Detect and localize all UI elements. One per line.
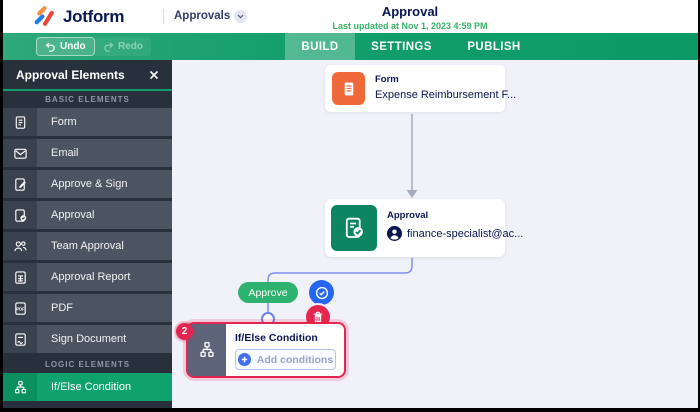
form-node-icon	[332, 72, 365, 105]
team-approval-icon	[3, 232, 37, 260]
jotform-logo[interactable]: Jotform	[32, 4, 124, 29]
undo-label: Undo	[60, 41, 86, 52]
sidebar-item-label: Team Approval	[37, 232, 172, 260]
product-name[interactable]: Approvals	[174, 10, 231, 22]
sidebar-item-label: Approve & Sign	[37, 170, 172, 198]
tab-publish[interactable]: PUBLISH	[467, 40, 521, 53]
if-else-node-icon	[188, 324, 226, 376]
sidebar-item-sign-document[interactable]: Sign Document	[3, 325, 172, 353]
redo-label: Redo	[118, 41, 143, 52]
approval-node[interactable]: Approval finance-specialist@ac...	[325, 199, 523, 257]
approve-check-icon	[315, 286, 328, 299]
approval-node-type: Approval	[387, 210, 429, 221]
toolbar: Undo Redo BUILD SETTINGS PUBLISH	[3, 33, 698, 60]
form-node-title: Expense Reimbursement F...	[375, 89, 517, 101]
add-conditions-label: Add conditions	[256, 353, 334, 366]
jotform-logo-icon	[34, 6, 54, 26]
sidebar-item-label: Sign Document	[37, 325, 172, 353]
svg-text:PDF: PDF	[16, 306, 25, 311]
section-basic-elements: BASIC ELEMENTS	[45, 95, 130, 104]
pdf-icon: PDF	[3, 294, 37, 322]
last-updated: Last updated at Nov 1, 2023 4:59 PM	[332, 21, 488, 31]
sidebar-approval-elements: Approval Elements BASIC ELEMENTS Form Em…	[3, 60, 172, 408]
branch-label-approve[interactable]: Approve	[238, 282, 298, 303]
sidebar-title: Approval Elements	[16, 67, 125, 82]
header-divider	[163, 9, 164, 24]
app: Jotform Approvals Approval Last updated …	[3, 0, 698, 408]
approval-icon	[3, 201, 37, 229]
approval-node-icon	[331, 205, 377, 251]
sidebar-item-label: PDF	[37, 294, 172, 322]
sidebar-item-approval-report[interactable]: Approval Report	[3, 263, 172, 291]
sign-document-icon	[3, 325, 37, 353]
approve-sign-icon	[3, 170, 37, 198]
plus-icon	[237, 353, 251, 366]
error-count-badge: 2	[176, 323, 193, 340]
undo-button[interactable]: Undo	[36, 37, 95, 56]
brand-wordmark: Jotform	[63, 6, 125, 26]
approval-assignee: finance-specialist@ac...	[407, 227, 524, 240]
sidebar-accent-line	[3, 89, 172, 91]
title-block: Approval Last updated at Nov 1, 2023 4:5…	[310, 4, 510, 31]
sidebar-item-approve-and-sign[interactable]: Approve & Sign	[3, 170, 172, 198]
sidebar-item-label: Approval Report	[37, 263, 172, 291]
avatar-icon	[387, 226, 402, 241]
form-node[interactable]: Form Expense Reimbursement F...	[325, 65, 516, 112]
tab-build[interactable]: BUILD	[285, 33, 355, 60]
redo-button[interactable]: Redo	[95, 37, 151, 56]
redo-icon	[104, 41, 114, 52]
if-else-icon	[3, 373, 37, 401]
sidebar-item-if-else-condition[interactable]: If/Else Condition	[3, 373, 172, 401]
section-logic-elements: LOGIC ELEMENTS	[44, 360, 131, 369]
nav-tabs: BUILD SETTINGS PUBLISH	[285, 33, 540, 60]
page-title: Approval	[381, 4, 439, 19]
add-conditions-button[interactable]: Add conditions	[235, 349, 336, 370]
sidebar-item-label: Approval	[37, 201, 172, 229]
undo-icon	[45, 41, 55, 52]
delete-icon	[313, 311, 323, 323]
tab-settings[interactable]: SETTINGS	[371, 40, 432, 53]
header: Jotform Approvals Approval Last updated …	[3, 0, 698, 33]
sidebar-item-label: Email	[37, 139, 172, 167]
if-else-node-title: If/Else Condition	[235, 332, 318, 344]
close-icon[interactable]	[149, 70, 159, 80]
sidebar-item-email[interactable]: Email	[3, 139, 172, 167]
sidebar-item-label: If/Else Condition	[37, 373, 172, 401]
sidebar-item-form[interactable]: Form	[3, 108, 172, 136]
edit-approve-branch-button[interactable]	[309, 280, 334, 305]
connector-lines	[261, 114, 418, 326]
sidebar-item-approval[interactable]: Approval	[3, 201, 172, 229]
chevron-down-icon	[237, 14, 244, 19]
product-dropdown[interactable]	[234, 10, 247, 23]
approval-report-icon	[3, 263, 37, 291]
sidebar-item-pdf[interactable]: PDF PDF	[3, 294, 172, 322]
email-icon	[3, 139, 37, 167]
workflow-canvas[interactable]: Form Expense Reimbursement F... Approval	[172, 60, 698, 408]
sidebar-item-team-approval[interactable]: Team Approval	[3, 232, 172, 260]
form-node-type: Form	[375, 74, 399, 85]
sidebar-item-label: Form	[37, 108, 172, 136]
form-icon	[3, 108, 37, 136]
if-else-node[interactable]: If/Else Condition Add conditions	[186, 322, 346, 378]
